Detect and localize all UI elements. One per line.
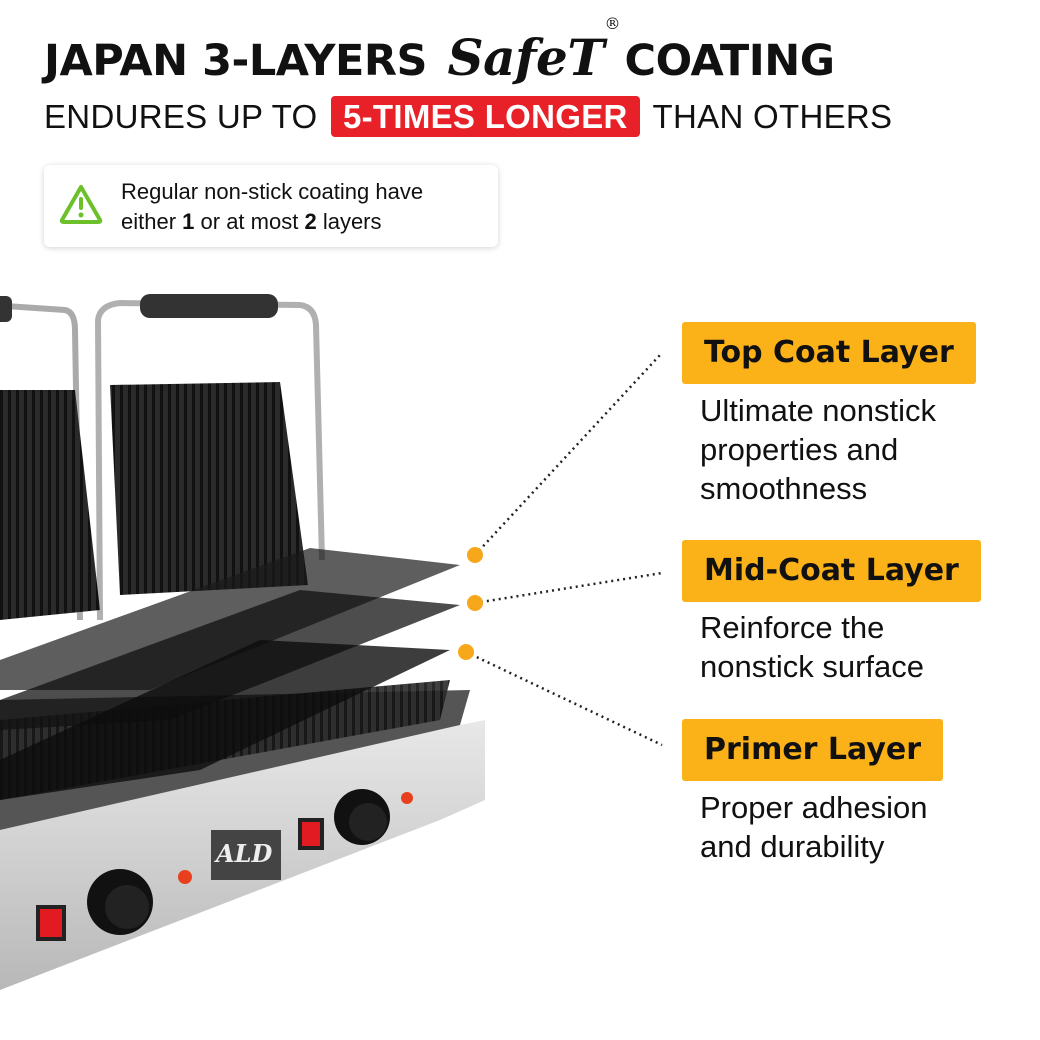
warning-icon (59, 185, 103, 224)
subheadline: ENDURES UP TO 5-TIMES LONGER THAN OTHERS (44, 96, 893, 137)
safet-brand-logo: SafeT® (447, 14, 621, 87)
panini-grill-illustration: ALD (0, 294, 663, 990)
info-note: Regular non-stick coating have either 1 … (44, 165, 498, 247)
layer-label-mid-coat: Mid-Coat Layer (682, 540, 981, 602)
highlight-badge: 5-TIMES LONGER (330, 96, 640, 137)
primer-layer (0, 640, 450, 800)
handle-grip (140, 294, 278, 318)
callout-dot (458, 644, 474, 660)
note-line-2: either 1 or at most 2 layers (121, 209, 382, 234)
callout-dot (467, 595, 483, 611)
power-switch (40, 909, 62, 937)
subheadline-prefix: ENDURES UP TO (44, 98, 318, 135)
temperature-knob (105, 885, 149, 929)
registered-mark: ® (604, 14, 621, 33)
brand-plate (211, 830, 281, 880)
note-line-1: Regular non-stick coating have (121, 179, 424, 204)
temperature-knob-2 (349, 803, 387, 841)
svg-text:ALD: ALD (214, 839, 272, 868)
note-text: Regular non-stick coating have either 1 … (121, 177, 423, 237)
layer-label-primer: Primer Layer (682, 719, 944, 781)
power-switch-2 (302, 822, 320, 846)
headline: JAPAN 3-LAYERS SafeT® COATING (44, 14, 836, 87)
callout-dot (467, 547, 483, 563)
subheadline-suffix: THAN OTHERS (652, 98, 893, 135)
layer-label-top-coat: Top Coat Layer (682, 322, 976, 384)
headline-suffix: COATING (624, 36, 836, 86)
headline-prefix: JAPAN 3-LAYERS (44, 36, 428, 86)
